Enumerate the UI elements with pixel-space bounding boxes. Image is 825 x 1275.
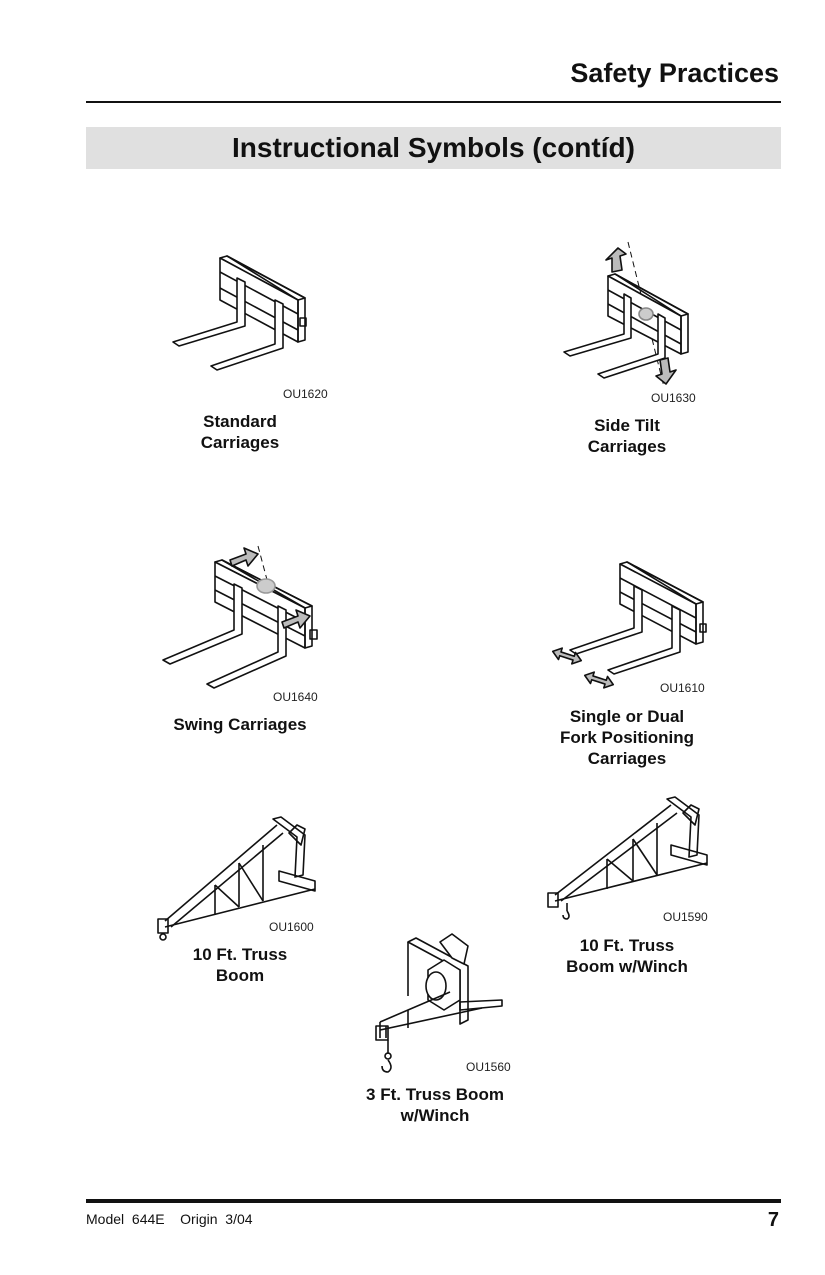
side-tilt-carriage-illustration — [563, 241, 689, 388]
figure-code: OU1640 — [273, 690, 318, 704]
figure-caption: Single or Dual Fork Positioning Carriage… — [559, 707, 695, 768]
swing-carriage-illustration — [162, 545, 318, 689]
page-header-title: Safety Practices — [570, 58, 779, 88]
section-title-band — [86, 127, 781, 169]
truss-boom-illustration — [157, 816, 316, 941]
figure-caption: 10 Ft. Truss Boom w/Winch — [566, 936, 688, 976]
figure-caption: 10 Ft. Truss Boom — [192, 945, 288, 985]
standard-carriage-illustration — [172, 255, 307, 371]
figure-code: OU1610 — [660, 681, 705, 695]
header-divider — [86, 101, 781, 103]
page-number: 7 — [767, 1209, 779, 1231]
figure-caption: Swing Carriages — [173, 715, 307, 734]
short-truss-boom-winch-illustration — [375, 933, 503, 1073]
figure-code: OU1560 — [466, 1060, 511, 1074]
footer-model-origin: Model 644E Origin 3/04 — [86, 1211, 253, 1227]
figure-code: OU1630 — [651, 391, 696, 405]
fork-positioning-carriage-illustration — [551, 561, 707, 689]
truss-boom-winch-illustration — [547, 796, 708, 920]
figure-code: OU1590 — [663, 910, 708, 924]
figure-caption: Standard Carriages — [200, 412, 280, 452]
figure-code: OU1620 — [283, 387, 328, 401]
footer-divider — [86, 1199, 781, 1203]
figure-code: OU1600 — [269, 920, 314, 934]
figure-caption: Side Tilt Carriages — [587, 416, 667, 456]
section-title: Instructional Symbols (contíd) — [232, 132, 635, 163]
figure-caption: 3 Ft. Truss Boom w/Winch — [366, 1085, 504, 1125]
